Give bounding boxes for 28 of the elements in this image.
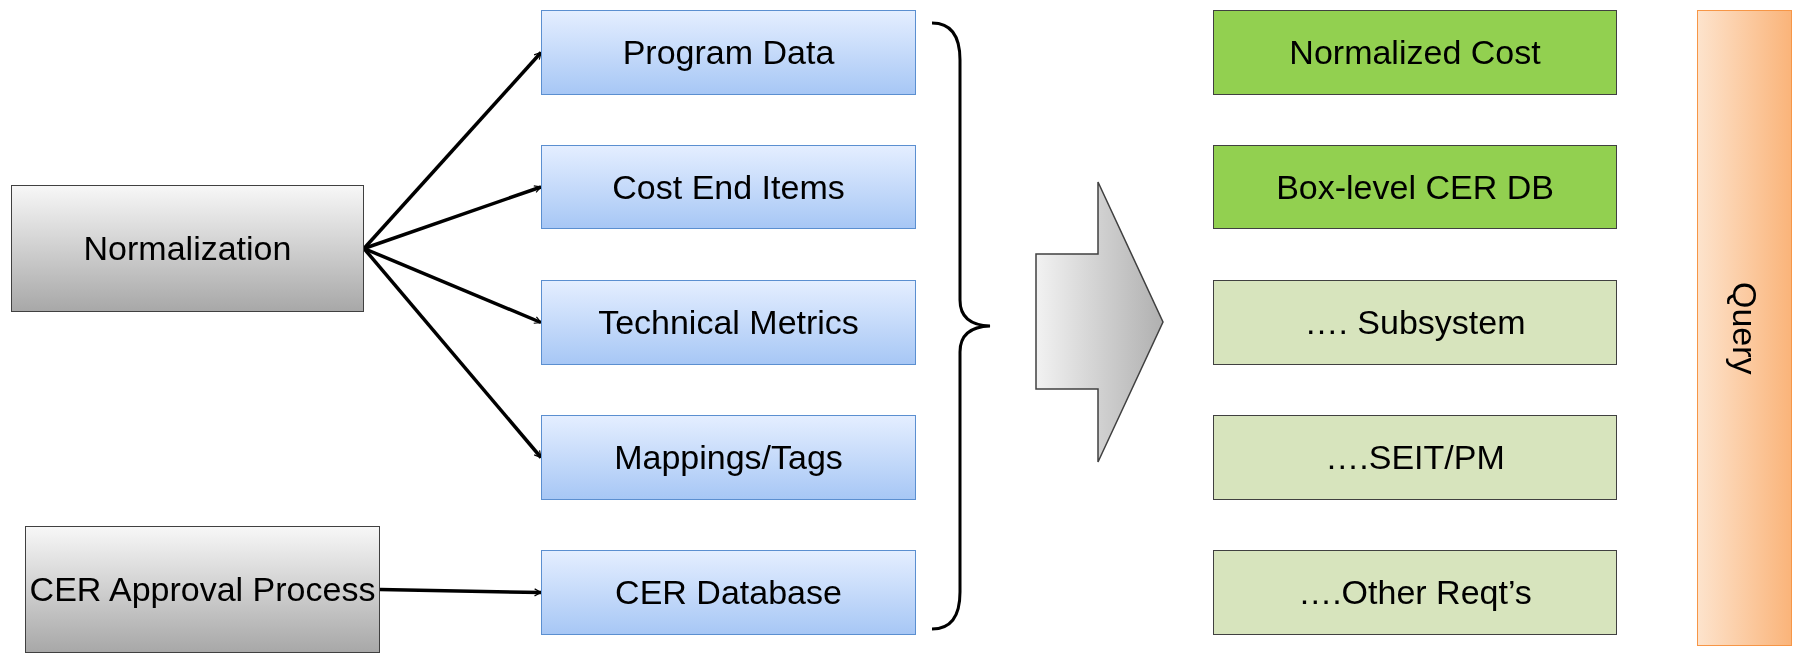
data-box <box>541 10 916 95</box>
data-box <box>541 280 916 365</box>
node-label: Normalized Cost <box>1289 32 1541 74</box>
node-label: Cost End Items <box>612 166 845 208</box>
data-box <box>541 415 916 500</box>
output-box <box>1213 415 1617 500</box>
node-label: Program Data <box>622 32 835 74</box>
arrow <box>362 247 543 459</box>
process-box <box>25 526 380 653</box>
process-box <box>11 185 364 312</box>
node-label: CER Approval Process <box>29 569 376 611</box>
node-label: Query <box>1724 281 1765 375</box>
node-label: Mappings/Tags <box>614 437 843 479</box>
node-label: ….SEIT/PM <box>1325 437 1505 479</box>
output-box <box>1213 145 1617 229</box>
node-label: Normalization <box>83 228 292 270</box>
node-label: ….Other Reqt’s <box>1298 572 1532 614</box>
output-box <box>1213 550 1617 635</box>
output-box <box>1213 10 1617 95</box>
node-label: Box-level CER DB <box>1276 166 1554 208</box>
data-box <box>541 145 916 229</box>
node-label: CER Database <box>615 572 842 614</box>
node-label: Technical Metrics <box>598 302 859 344</box>
data-box <box>541 550 916 635</box>
node-label: …. Subsystem <box>1304 302 1526 344</box>
arrow <box>379 587 542 597</box>
output-box <box>1213 280 1617 365</box>
query-bar <box>1697 10 1792 646</box>
